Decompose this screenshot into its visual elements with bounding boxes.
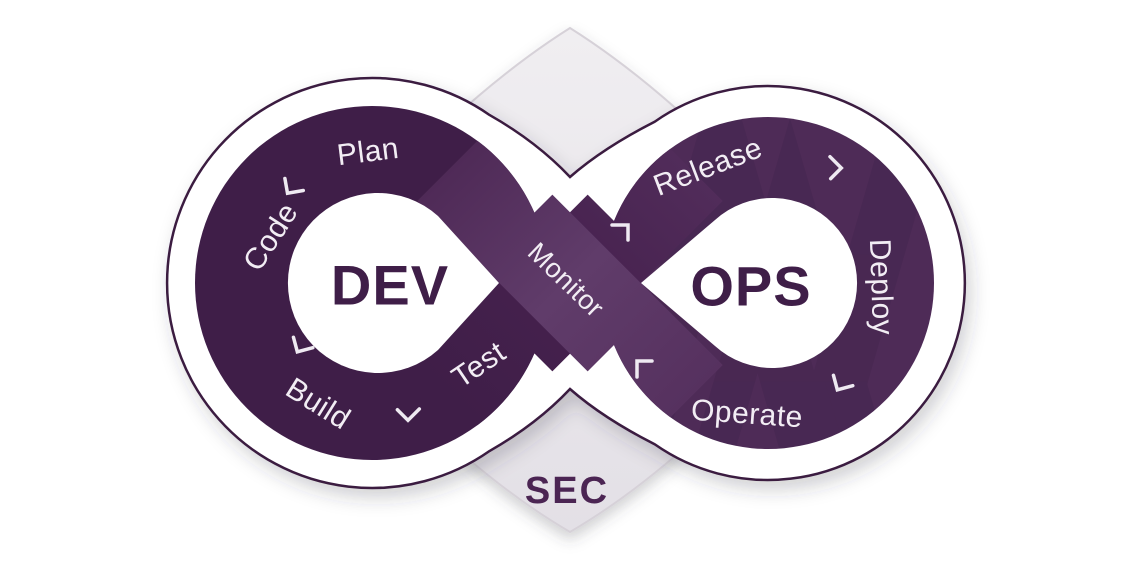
flow-mark-release-start bbox=[610, 223, 630, 242]
ops-label: OPS bbox=[690, 255, 811, 318]
flow-mark-deploy-operate bbox=[831, 373, 855, 392]
dev-label: DEV bbox=[331, 254, 449, 317]
flow-mark-plan-code bbox=[283, 176, 306, 196]
stage-label-deploy: Deploy bbox=[863, 238, 899, 335]
flow-marks bbox=[283, 154, 855, 423]
stage-label-operate: Operate bbox=[690, 394, 804, 435]
flow-mark-build-test bbox=[395, 407, 422, 423]
sec-label: SEC bbox=[525, 470, 609, 512]
flow-mark-operate-monitor bbox=[635, 359, 654, 379]
stage-label-plan: Plan bbox=[335, 132, 401, 172]
flow-mark-release-deploy bbox=[828, 154, 844, 181]
ops-center-teardrop bbox=[641, 197, 858, 369]
dev-center-teardrop bbox=[287, 192, 499, 374]
flow-mark-code-build bbox=[291, 335, 315, 354]
